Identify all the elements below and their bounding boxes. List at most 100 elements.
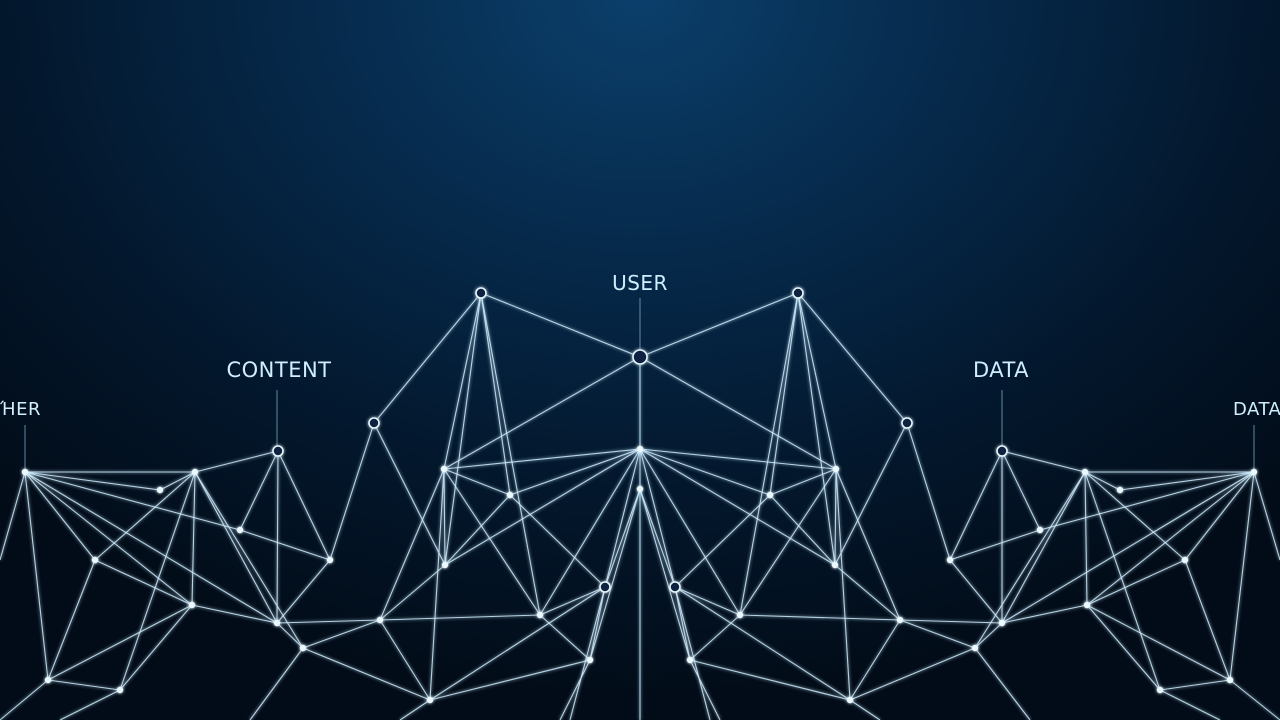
network-node [91, 556, 99, 564]
network-edge [194, 471, 304, 649]
network-edge [1084, 471, 1121, 491]
network-edge [24, 471, 49, 681]
network-node [1156, 686, 1164, 694]
network-node [188, 601, 196, 609]
network-edge [797, 292, 837, 470]
network-edge [444, 448, 641, 566]
network-edge [444, 292, 482, 566]
network-node [1081, 468, 1089, 476]
network-edge [849, 647, 976, 701]
network-node [440, 465, 448, 473]
network-node-ring [669, 581, 681, 593]
label-left-edge: ΉER [0, 399, 41, 420]
label-content: CONTENT [226, 358, 331, 382]
network-edge [1229, 679, 1280, 720]
network-node [636, 445, 644, 453]
network-edge [94, 471, 196, 561]
network-edge [539, 448, 641, 616]
network-edge [443, 468, 541, 616]
network-node [946, 556, 954, 564]
network-edge [1159, 689, 1221, 720]
network-node [896, 616, 904, 624]
network-node [326, 556, 334, 564]
network-edge [302, 647, 431, 701]
network-edge [639, 448, 771, 496]
network-edge [373, 422, 446, 566]
network-node [971, 644, 979, 652]
network-edge [674, 586, 711, 720]
network-edge [769, 494, 836, 566]
network-edge [1253, 471, 1280, 561]
network-edge [569, 586, 606, 720]
network-edge [399, 699, 431, 720]
network-edge [604, 448, 641, 588]
network-edge [639, 448, 837, 470]
network-node [506, 491, 514, 499]
network-edge [194, 471, 278, 624]
network-edges [0, 292, 1280, 720]
network-edge [974, 471, 1086, 649]
network-edge [539, 614, 591, 661]
network-node [1083, 601, 1091, 609]
network-edge [639, 292, 799, 358]
network-node [586, 656, 594, 664]
network-edge [379, 564, 446, 621]
network-edge [1184, 559, 1231, 681]
label-user: USER [612, 271, 668, 295]
network-edge [1086, 559, 1186, 606]
network-edge [276, 450, 279, 624]
network-edge [1229, 471, 1255, 681]
network-edge [639, 448, 836, 566]
network-node [44, 676, 52, 684]
network-node [376, 616, 384, 624]
network-edge [249, 647, 304, 720]
network-edge [119, 604, 193, 691]
network-edge [674, 586, 851, 701]
network-edge [480, 292, 541, 616]
network-edge [639, 356, 837, 470]
network-node [831, 561, 839, 569]
network-edge [835, 468, 851, 701]
network-node [273, 619, 281, 627]
network-edge [906, 422, 951, 561]
network-node [21, 468, 29, 476]
network-edge [47, 604, 193, 681]
network-edge [1039, 471, 1255, 531]
network-node [998, 619, 1006, 627]
network-edge [949, 529, 1041, 561]
network-edge [1001, 450, 1086, 473]
network-edge [24, 471, 278, 624]
network-node [156, 486, 164, 494]
network-node-ring [599, 581, 611, 593]
network-edge [674, 494, 771, 588]
network-edge [559, 659, 591, 720]
network-edge [639, 448, 676, 588]
label-connector-lines [24, 298, 1255, 720]
network-edge [1119, 471, 1255, 491]
network-node-ring [632, 349, 648, 365]
network-edge [1159, 679, 1231, 691]
network-node [1181, 556, 1189, 564]
network-edge [239, 529, 331, 561]
network-node [191, 468, 199, 476]
network-edge [429, 586, 606, 701]
network-node [299, 644, 307, 652]
network-node-ring [272, 445, 284, 457]
network-edge [276, 559, 331, 624]
network-nodes [21, 287, 1258, 704]
label-right-edge: DATA [1233, 399, 1280, 420]
network-edge [674, 586, 691, 661]
network-edge [191, 604, 278, 624]
network-edge [24, 471, 96, 561]
network-edge [329, 422, 375, 561]
network-edge [480, 292, 641, 358]
network-node-ring [475, 287, 487, 299]
network-node [1036, 526, 1044, 534]
network-edge [302, 619, 381, 649]
network-edge [239, 450, 279, 531]
network-edge [443, 468, 511, 496]
network-edge [444, 494, 511, 566]
network-edge [119, 471, 196, 691]
network-edge [443, 448, 641, 470]
